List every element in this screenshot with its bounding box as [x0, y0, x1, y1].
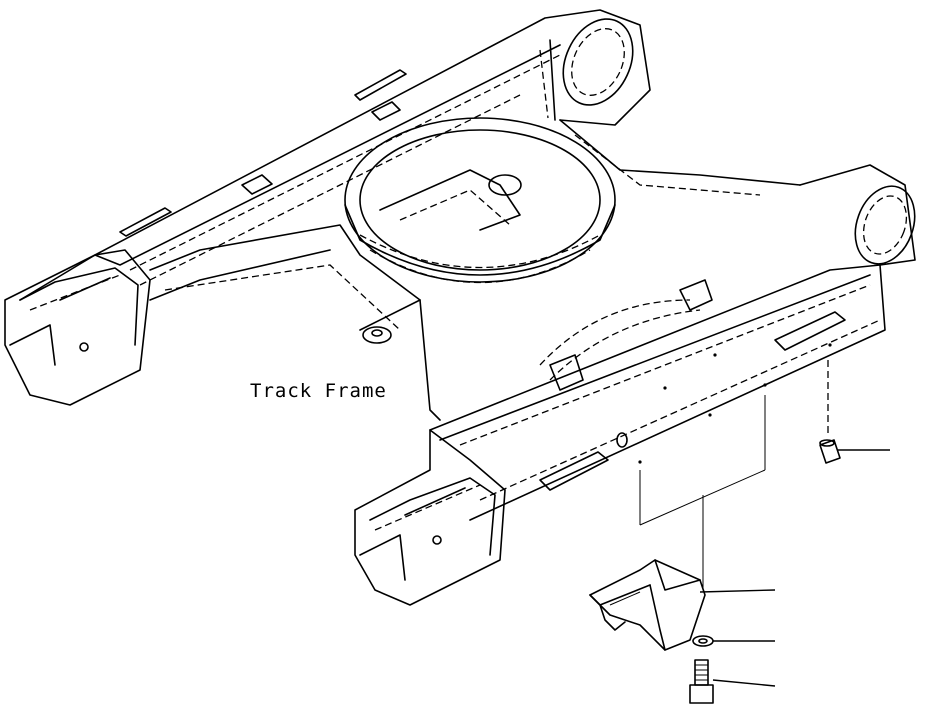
washer [692, 635, 775, 647]
front-side-frame [429, 164, 916, 521]
rear-side-frame [19, 9, 651, 301]
front-idler-end [354, 429, 506, 606]
rear-idler-end [4, 249, 151, 406]
center-body [149, 117, 801, 421]
bolt [689, 659, 776, 704]
track-guard [589, 395, 776, 651]
track-frame-label: Track Frame [250, 380, 387, 402]
plug [819, 360, 890, 464]
